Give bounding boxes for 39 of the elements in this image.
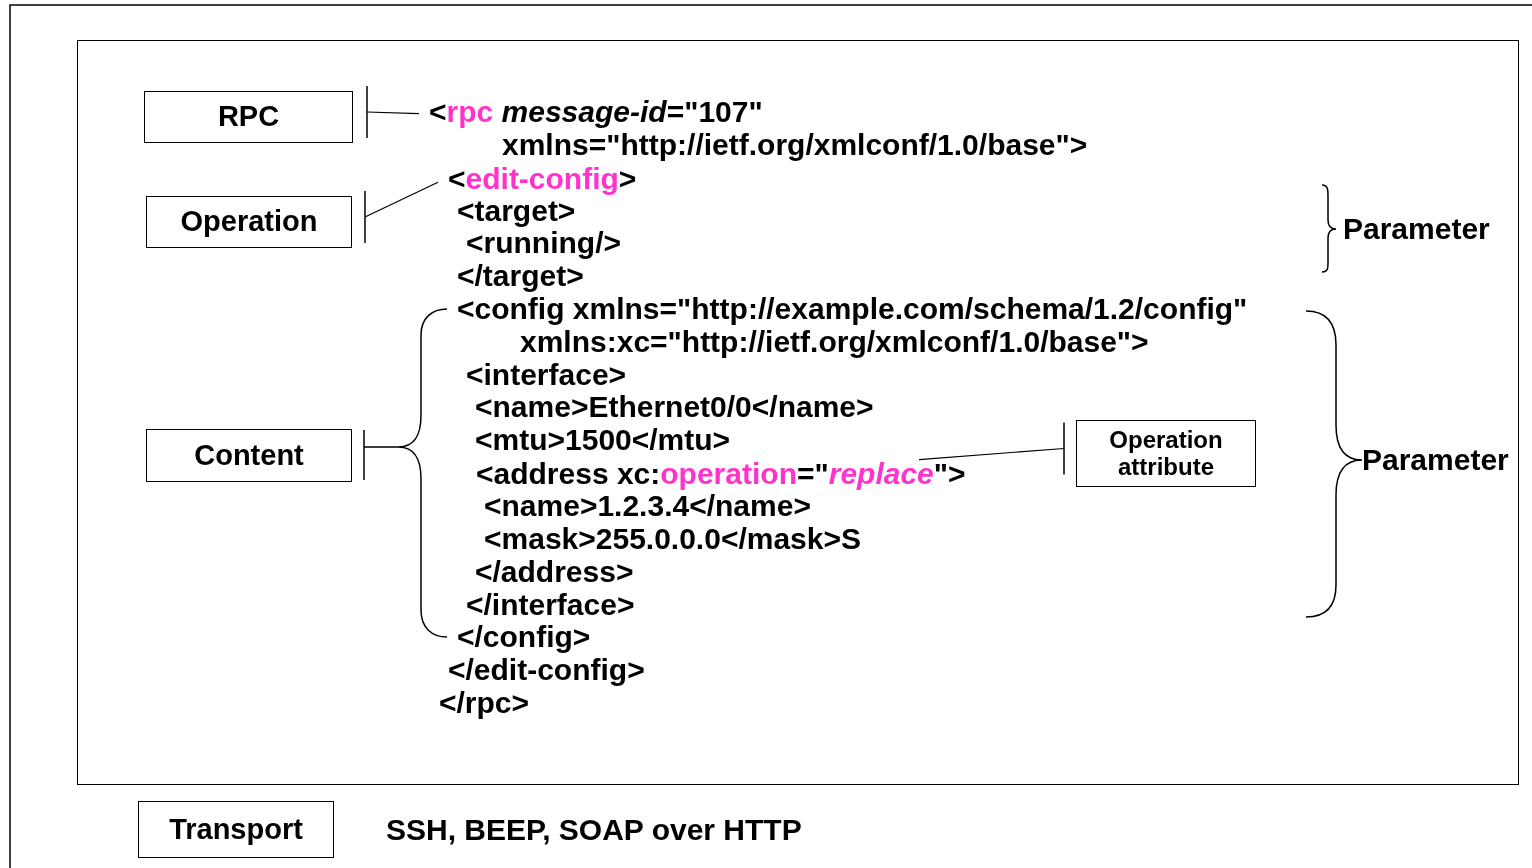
label-text: <running/> [466,227,621,259]
label-text: SSH, BEEP, SOAP over HTTP [386,814,802,846]
label-box: Content [146,429,352,482]
label-box: Transport [138,801,334,858]
label-box: Operation [146,196,352,248]
label-text: </target> [457,260,584,292]
label-text: <name>1.2.3.4</name> [484,490,811,522]
label-text: </interface> [466,589,635,621]
code-text: "> [933,457,966,490]
label-text: Parameter [1343,213,1490,245]
label-text: </edit-config> [448,654,645,686]
label-text: <interface> [466,359,627,391]
code-text: < [429,95,447,128]
keyword-text: edit-config [465,162,619,195]
leader-line [364,181,439,244]
keyword-text: rpc [446,95,494,128]
label-text: xmlns="http://ietf.org/xmlconf/1.0/base"> [502,129,1088,161]
label-text: <mask>255.0.0.0</mask>S [484,523,861,555]
label-box: RPC [144,91,353,143]
label-text: xmlns:xc="http://ietf.org/xmlconf/1.0/base"> [520,326,1149,358]
frame-box [77,40,1519,785]
label-text: </address> [475,556,634,588]
code-text: <address xc: [476,457,661,490]
label-text: </config> [457,621,591,653]
keyword-text: operation [660,457,797,490]
keyword-text: replace [828,457,934,490]
label-text: <config xmlns="http://example.com/schema/1.2/config" [457,293,1248,325]
label-text: Parameter [1362,444,1509,476]
label-text: <target> [457,195,576,227]
code-text: message-id="107" [500,95,763,128]
label-box: Operation attribute [1076,420,1256,487]
code-text: < [448,162,466,195]
label-text: <name>Ethernet0/0</name> [475,391,874,423]
label-text: </rpc> [439,687,530,719]
code-text: > [618,162,637,195]
code-text: =" [796,457,829,490]
label-text: <mtu>1500</mtu> [475,424,731,456]
leader-line [366,85,420,139]
leader-line [918,421,1065,476]
